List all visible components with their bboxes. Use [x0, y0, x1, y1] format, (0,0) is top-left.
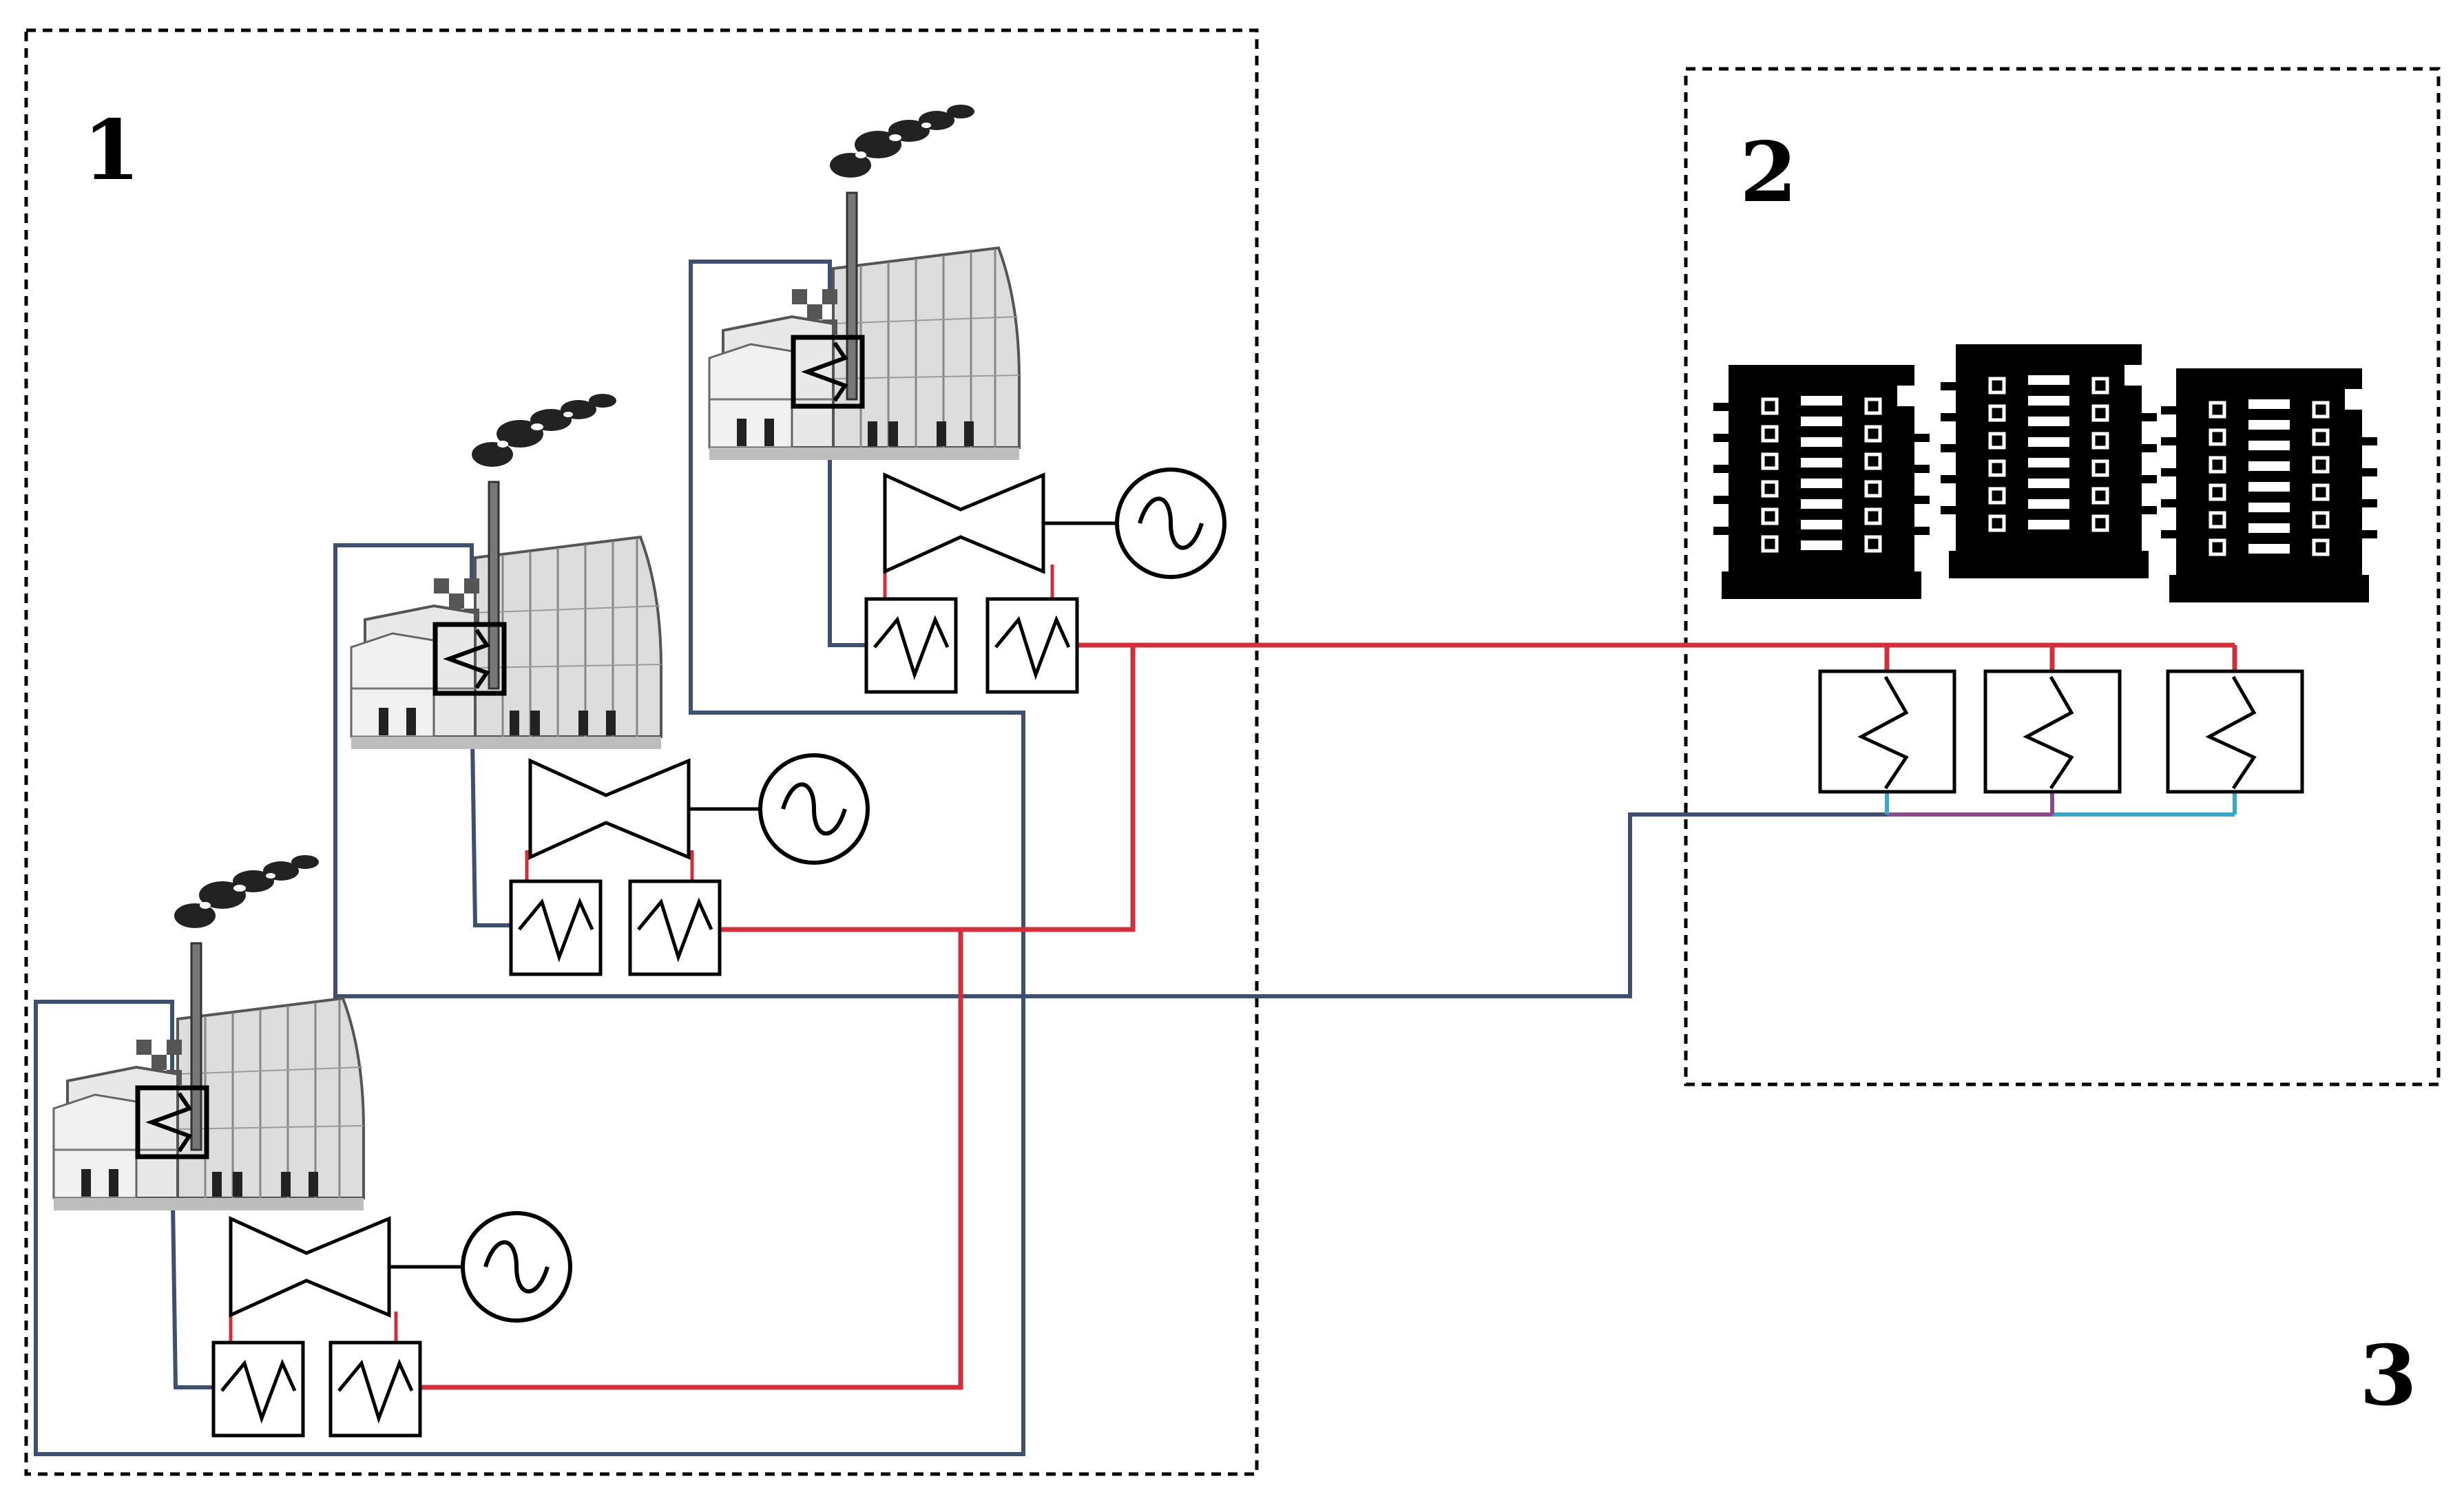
power-plant-3 — [708, 103, 1224, 692]
consumer-heat-exchanger-icon — [1820, 671, 1954, 792]
heat-exchanger-icon — [331, 1343, 420, 1436]
consumer-heat-exchanger-icon — [2168, 671, 2302, 792]
turbine-icon — [885, 475, 1043, 571]
heat-exchanger-icon — [213, 1343, 303, 1436]
zone-1-boundary — [24, 28, 1259, 1476]
zone-2-boundary — [1684, 67, 2441, 1086]
power-plant-1 — [52, 854, 570, 1436]
zone-3-label: 3 — [2359, 1327, 2417, 1425]
return-pipe-plant-2 — [333, 543, 1887, 998]
turbine-icon — [530, 761, 689, 857]
return-pipes — [34, 260, 1887, 1456]
heat-exchanger-icon — [988, 599, 1077, 692]
zone-1-label: 1 — [83, 102, 140, 199]
apartment-building-2 — [1941, 344, 2157, 578]
heat-exchanger-icon — [511, 881, 601, 974]
apartment-building-1 — [1713, 365, 1930, 599]
return-pipe-plant-3-hx — [828, 410, 866, 647]
zone-2-label: 2 — [1740, 124, 1797, 221]
apartment-building-3 — [2161, 368, 2377, 602]
heat-exchanger-icon — [630, 881, 720, 974]
generator-icon — [1117, 470, 1224, 577]
return-pipe-plant-1-hx — [170, 1156, 213, 1389]
supply-plant-1 — [420, 929, 963, 1390]
return-pipe-plant-3 — [34, 260, 1025, 1456]
supply-pipes — [420, 642, 2237, 1390]
generator-icon — [463, 1213, 570, 1321]
supply-plant-2 — [720, 645, 1136, 932]
return-pipe-plant-2-hx — [470, 693, 511, 927]
generator-icon — [760, 755, 868, 863]
turbine-icon — [231, 1219, 389, 1315]
consumer-heat-exchanger-icon — [1985, 671, 2120, 792]
power-plant-2 — [350, 392, 868, 974]
heat-exchanger-icon — [866, 599, 956, 692]
